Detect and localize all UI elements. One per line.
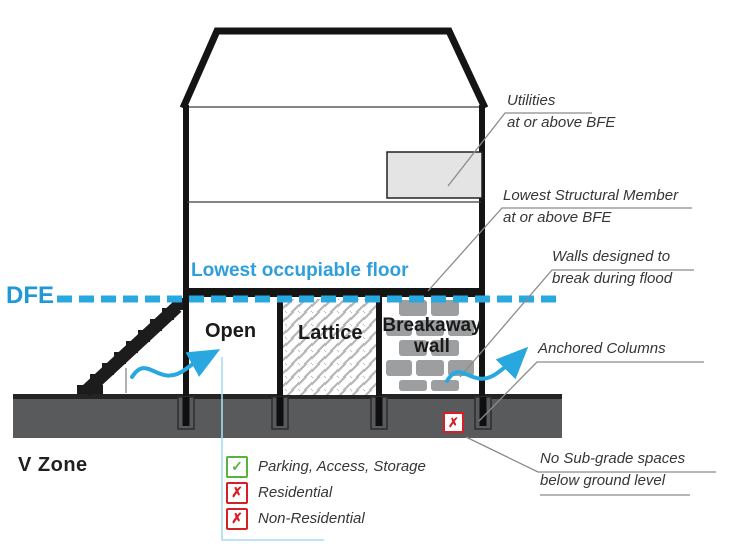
legend-item-label: Parking, Access, Storage [258,458,426,475]
dfe-label: DFE [6,282,54,309]
lowest-structural-line1: Lowest Structural Member [503,187,679,204]
anchored-column-posts [177,396,492,430]
cross-icon: ✗ [226,507,248,530]
no-subgrade-line1: No Sub-grade spaces [540,450,686,467]
anchored-columns-callout: Anchored Columns [538,340,666,357]
lowest-structural-callout: Lowest Structural Member at or above BFE [503,185,678,229]
lowest-structural-line2: at or above BFE [503,209,612,226]
breakaway-walls-callout: Walls designed to break during flood [552,246,672,290]
breakaway-wall-label: Breakaway wall [382,315,482,357]
legend-item-label: Non-Residential [258,510,365,527]
breakaway-walls-line2: break during flood [552,270,673,287]
lattice-panel [283,299,376,395]
utilities-callout-line1: Utilities [507,92,556,109]
utilities-callout-line2: at or above BFE [507,114,616,131]
legend-item-non-residential: ✗ Non-Residential [226,507,426,530]
legend-item-parking: ✓ Parking, Access, Storage [226,455,426,478]
no-subgrade-callout: No Sub-grade spaces below ground level [540,448,685,492]
use-legend: ✓ Parking, Access, Storage ✗ Residential… [226,455,426,530]
utilities-box [386,151,483,199]
open-bay-label: Open [205,320,257,342]
no-subgrade-marker-icon: ✗ [443,412,464,433]
lowest-occupiable-floor-label: Lowest occupiable floor [191,260,409,281]
stairs [77,298,184,397]
utilities-callout: Utilities at or above BFE [507,90,615,134]
legend-item-residential: ✗ Residential [226,481,426,504]
breakaway-bricks [386,300,474,391]
legend-item-label: Residential [258,484,333,501]
callout-leader-lines [427,112,716,496]
pile-columns [183,294,485,396]
legend-leader-line [221,357,324,541]
v-zone-label: V Zone [18,454,88,476]
breakaway-walls-line1: Walls designed to [552,248,671,265]
building-outline [179,27,489,297]
no-subgrade-line2: below ground level [540,472,666,489]
flood-flow-arrows [130,346,529,383]
check-icon: ✓ [226,455,248,478]
cross-icon: ✗ [226,481,248,504]
lattice-bay-label: Lattice [298,322,363,344]
